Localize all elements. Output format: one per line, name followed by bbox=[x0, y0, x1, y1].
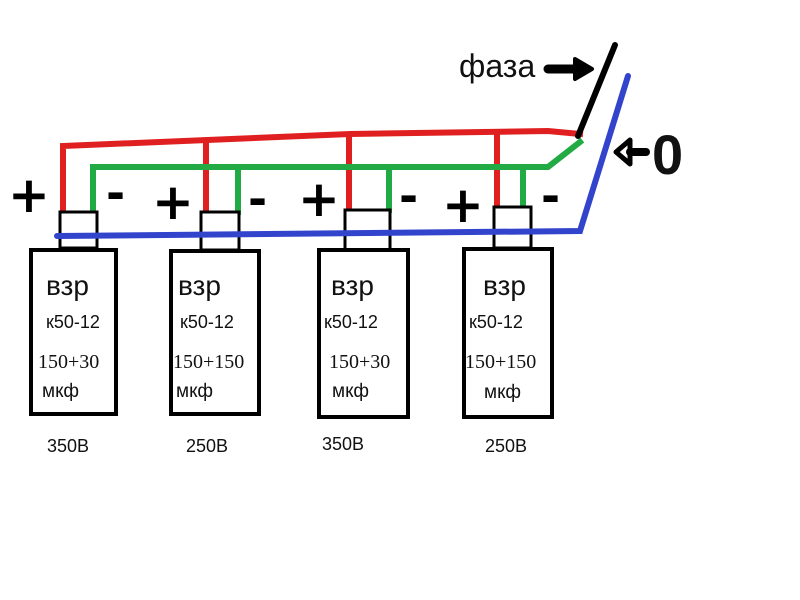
capacitor-voltage: 250В bbox=[186, 436, 228, 456]
capacitor-capacitance: 150+150 bbox=[465, 351, 536, 373]
capacitor-bodies bbox=[29, 247, 554, 419]
capacitor-unit: мкф bbox=[42, 381, 79, 402]
capacitor-model: к50-12 bbox=[324, 312, 378, 332]
minus-sign: - bbox=[106, 166, 125, 220]
capacitor-capacitance: 150+30 bbox=[329, 351, 390, 373]
phase-label: фаза bbox=[459, 48, 535, 84]
capacitor-unit: мкф bbox=[332, 381, 369, 402]
capacitor-body-2 bbox=[169, 249, 261, 416]
capacitor-name: взр bbox=[331, 270, 374, 301]
positive-wire bbox=[60, 127, 584, 215]
negative-wire bbox=[90, 137, 585, 215]
capacitor-model: к50-12 bbox=[180, 312, 234, 332]
capacitor-capacitance: 150+30 bbox=[38, 351, 99, 373]
capacitor-model: к50-12 bbox=[469, 312, 523, 332]
capacitor-3: взр к50-12 150+30 мкф 350В + - bbox=[298, 169, 418, 454]
terminal-2 bbox=[199, 210, 241, 252]
capacitor-body-1 bbox=[29, 248, 118, 416]
capacitor-body-4 bbox=[462, 247, 554, 419]
capacitor-unit: мкф bbox=[176, 381, 213, 402]
plus-sign: + bbox=[8, 166, 50, 224]
capacitor-capacitance: 150+150 bbox=[173, 351, 244, 373]
switch-blade-icon bbox=[575, 42, 618, 139]
plus-sign: + bbox=[152, 173, 194, 231]
arrow-left-icon bbox=[613, 137, 650, 167]
capacitor-model: к50-12 bbox=[46, 312, 100, 332]
capacitor-name: взр bbox=[178, 270, 221, 301]
minus-sign: - bbox=[541, 169, 560, 223]
terminal-1 bbox=[58, 210, 99, 250]
plus-sign: + bbox=[298, 170, 340, 228]
capacitor-voltage: 350В bbox=[322, 434, 364, 454]
zero-label: 0 bbox=[652, 123, 683, 186]
capacitor-unit: мкф bbox=[484, 382, 521, 403]
arrow-right-icon bbox=[543, 57, 594, 81]
plus-sign: + bbox=[442, 176, 484, 234]
capacitor-body-3 bbox=[317, 248, 410, 419]
minus-sign: - bbox=[399, 169, 418, 223]
capacitor-name: взр bbox=[483, 270, 526, 301]
neutral-wire bbox=[54, 73, 631, 239]
terminal-4 bbox=[492, 205, 533, 250]
negative-bus bbox=[90, 137, 585, 215]
neutral-bus bbox=[54, 73, 631, 239]
capacitor-2: взр к50-12 150+150 мкф 250В + - bbox=[152, 172, 267, 456]
capacitor-voltage: 250В bbox=[485, 436, 527, 456]
capacitor-4: взр к50-12 150+150 мкф 250В + - bbox=[442, 169, 560, 456]
capacitor-1: взр к50-12 150+30 мкф 350В + - bbox=[8, 166, 125, 456]
minus-sign: - bbox=[248, 172, 267, 226]
capacitor-voltage: 350В bbox=[47, 436, 89, 456]
capacitor-name: взр bbox=[46, 270, 89, 301]
terminals bbox=[58, 205, 533, 252]
